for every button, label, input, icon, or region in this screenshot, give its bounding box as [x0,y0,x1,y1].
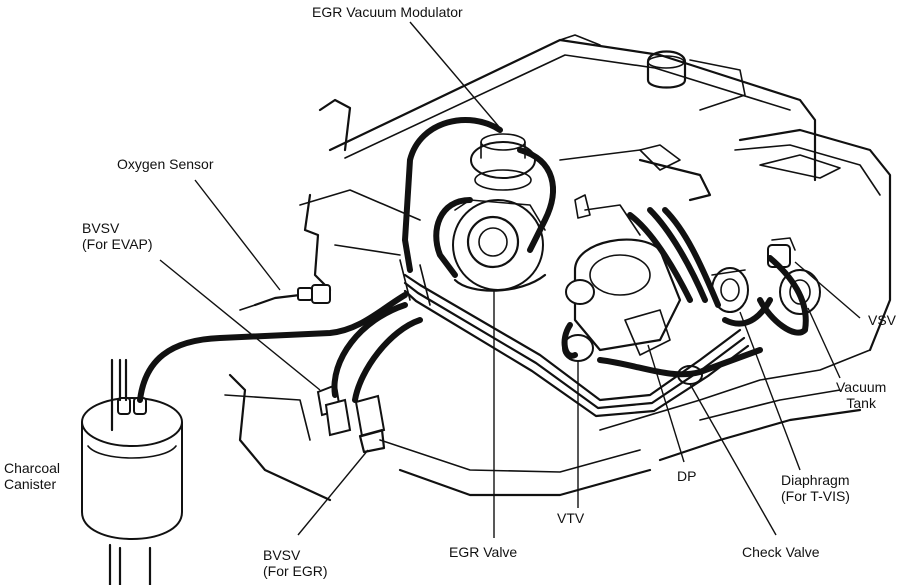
label-vtv: VTV [557,510,585,526]
label-vacuum-tank-line1: Vacuum [836,379,887,395]
label-egr-vacuum-modulator: EGR Vacuum Modulator [312,4,463,20]
label-bvsv-egr-line2: (For EGR) [263,563,328,579]
label-check-valve: Check Valve [742,544,820,560]
engine-block-outline [224,34,892,502]
label-vacuum-tank: Vacuum Tank [836,379,886,411]
label-bvsv-evap: BVSV (For EVAP) [82,220,153,252]
leader-lines [159,21,861,538]
label-diaphragm-tvis: Diaphragm (For T-VIS) [781,472,850,504]
egr-valve-part [452,199,547,292]
label-vacuum-tank-line2: Tank [846,395,876,411]
oxygen-sensor-part [239,284,331,311]
label-vsv: VSV [868,312,897,328]
label-charcoal-canister-line2: Canister [4,476,57,492]
label-egr-valve: EGR Valve [449,544,518,560]
charcoal-canister-part [81,358,183,585]
label-charcoal-canister: Charcoal Canister [4,460,60,492]
label-dp: DP [677,468,697,484]
label-bvsv-egr-line1: BVSV [263,547,301,563]
label-diaphragm-line2: (For T-VIS) [781,488,850,504]
label-bvsv-evap-line1: BVSV [82,220,120,236]
tvis-diaphragm-part [711,267,749,313]
label-charcoal-canister-line1: Charcoal [4,460,61,476]
label-bvsv-evap-line2: (For EVAP) [82,236,153,252]
label-diaphragm-line1: Diaphragm [781,472,850,488]
vacuum-hoses [137,117,809,418]
label-bvsv-egr: BVSV (For EGR) [263,547,328,579]
label-oxygen-sensor: Oxygen Sensor [117,156,214,172]
egr-vacuum-modulator-part [470,133,536,191]
bvsv-egr-part [354,394,386,454]
